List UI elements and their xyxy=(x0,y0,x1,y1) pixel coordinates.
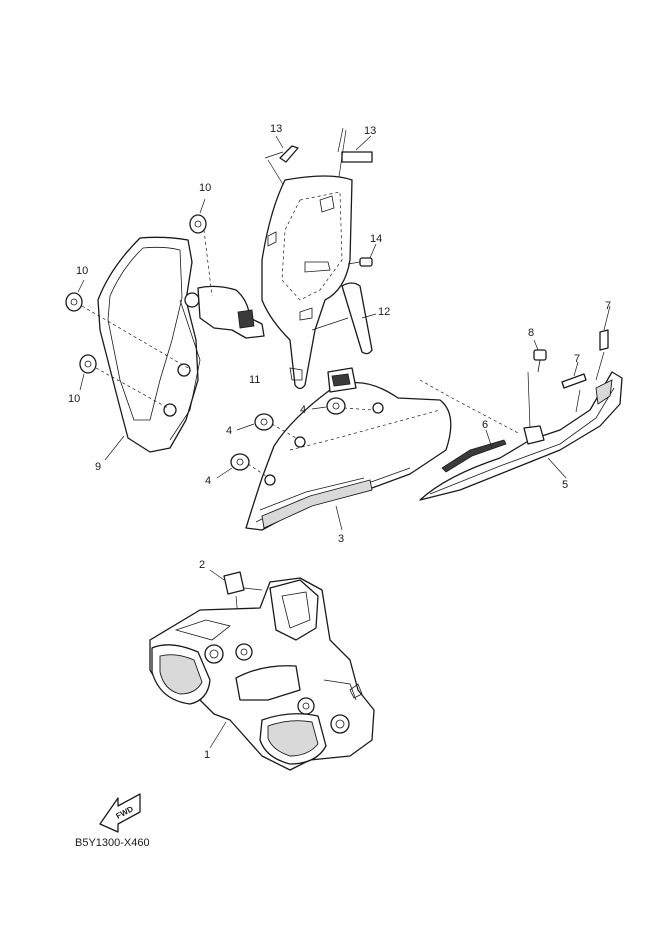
cowling-part-3 xyxy=(245,367,452,531)
callout-8: 8 xyxy=(528,327,534,339)
decal-part-7 xyxy=(561,305,611,413)
callout-labels: 13 13 10 14 10 12 11 10 9 8 7 7 4 4 6 4 … xyxy=(68,123,611,761)
callout-10c: 10 xyxy=(68,393,80,405)
callout-1: 1 xyxy=(204,749,210,761)
callout-5: 5 xyxy=(562,479,568,491)
callout-13b: 13 xyxy=(364,125,376,137)
headlight-part-1 xyxy=(149,577,375,771)
callout-9: 9 xyxy=(95,461,101,473)
callout-14: 14 xyxy=(370,233,382,245)
callout-4b: 4 xyxy=(226,425,232,437)
decal-part-13 xyxy=(264,127,373,213)
callout-7b: 7 xyxy=(574,353,580,365)
side-cover-part-9 xyxy=(97,236,265,461)
lower-cover-part-5 xyxy=(419,371,623,501)
callout-13a: 13 xyxy=(270,123,282,135)
grommet-part-10 xyxy=(65,198,213,409)
callout-12: 12 xyxy=(378,306,390,318)
diagram-code: B5Y1300-X460 xyxy=(75,837,150,849)
strip-part-6 xyxy=(441,429,507,473)
callout-4a: 4 xyxy=(300,404,306,416)
callout-4c: 4 xyxy=(205,475,211,487)
callout-7a: 7 xyxy=(605,300,611,312)
screw-part-14 xyxy=(347,243,377,267)
fwd-arrow-icon: FWD xyxy=(99,793,141,833)
callout-10a: 10 xyxy=(199,182,211,194)
strip-part-12 xyxy=(341,282,377,355)
inner-panel-part-11 xyxy=(261,175,353,390)
screw-part-8 xyxy=(527,339,547,429)
callout-11: 11 xyxy=(249,374,260,386)
callout-6: 6 xyxy=(482,419,488,431)
callout-10b: 10 xyxy=(76,265,88,277)
grommet-part-4 xyxy=(216,397,375,479)
callout-2: 2 xyxy=(199,559,205,571)
callout-3: 3 xyxy=(338,533,344,545)
